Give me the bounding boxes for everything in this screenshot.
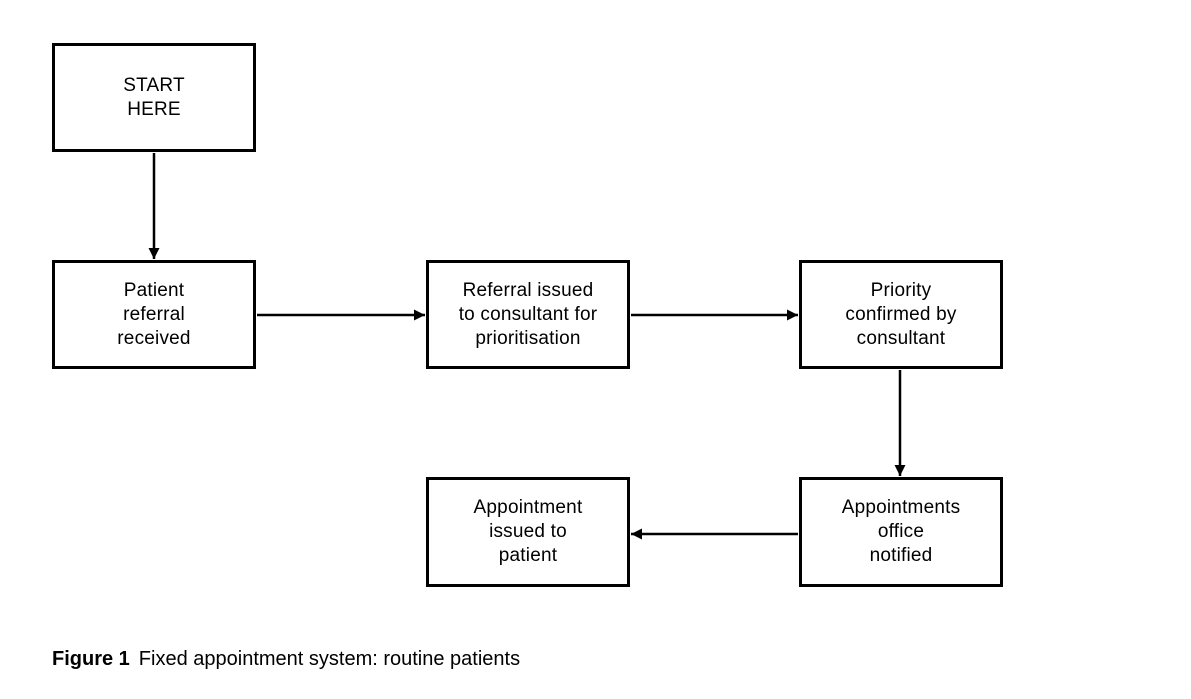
figure-caption-text: Fixed appointment system: routine patien… [138,648,521,670]
figure-caption: Figure 1 Fixed appointment system: routin… [52,646,520,672]
figure-caption-label: Figure 1 [52,648,130,670]
node-referral-issued-to-consultant: Referral issued to consultant for priori… [426,260,630,369]
node-start-here: START HERE [52,43,256,152]
node-priority-confirmed-by-consultant: Priority confirmed by consultant [799,260,1003,369]
node-patient-referral-received: Patient referral received [52,260,256,369]
node-appointments-office-notified: Appointments office notified [799,477,1003,587]
node-appointment-issued-to-patient: Appointment issued to patient [426,477,630,587]
